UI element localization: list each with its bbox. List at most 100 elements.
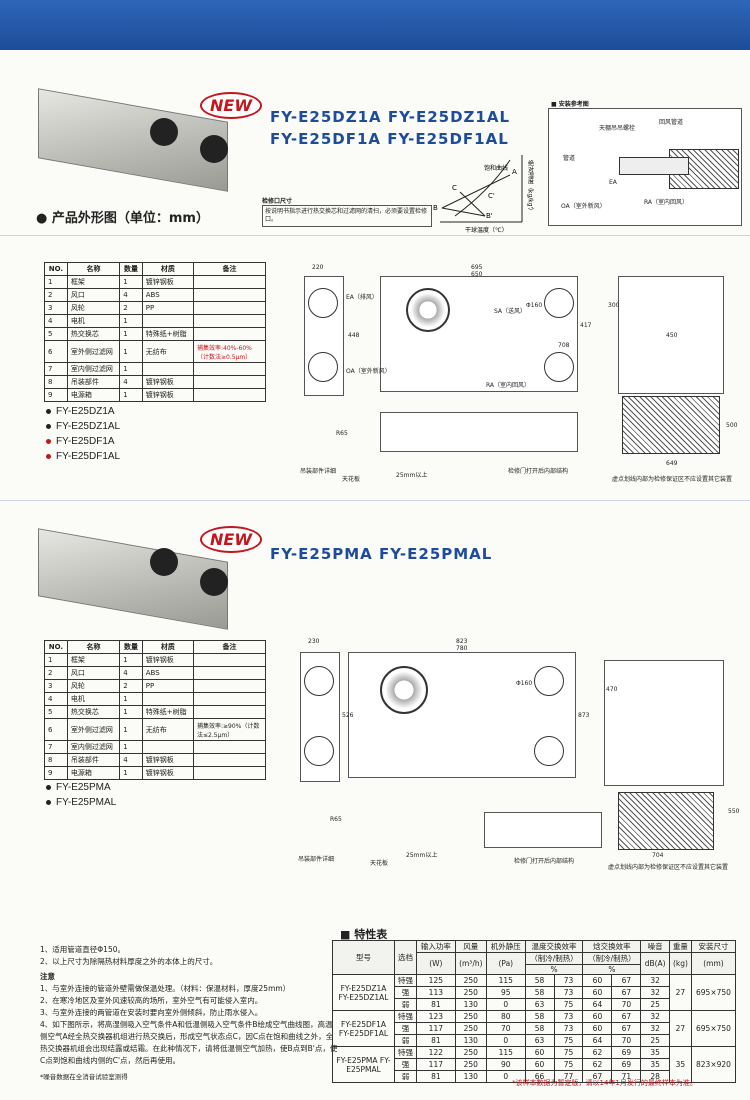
dim-inner: 780 bbox=[456, 645, 468, 652]
col-no: NO. bbox=[44, 262, 68, 276]
inspection-note: 按说明书指示进行热交换芯和过滤网的清扫，必须要设置检修口。 bbox=[262, 205, 432, 227]
dim-right-h: 550 bbox=[728, 808, 740, 815]
label-oa: OA（室外新风） bbox=[346, 368, 391, 375]
label-hanger: 吊装部件详细 bbox=[300, 468, 337, 475]
install-label-ea: EA bbox=[609, 179, 617, 186]
dim-dia: Φ160 bbox=[516, 680, 533, 687]
outline-drawing-2: 823 230 780 526 873 Φ160 R65 吊装部件详细 天花板 … bbox=[296, 636, 744, 872]
list-item: FY-E25DF1A bbox=[46, 434, 120, 449]
new-badge: NEW bbox=[200, 92, 262, 119]
spec-title: ■ 特性表 bbox=[340, 928, 388, 941]
note-item: 4、如下图所示，将高湿侧吸入空气条件A和低温侧吸入空气条件B绘成空气曲线图，高温… bbox=[40, 1020, 338, 1065]
psychro-point-b-prime: B' bbox=[486, 212, 493, 220]
duct-port-icon bbox=[150, 548, 178, 576]
dim-r: R65 bbox=[330, 816, 342, 823]
notes-block: 1、适用管道直径Φ150。 2、以上尺寸为除隔热材料厚度之外的本体上的尺寸。 注… bbox=[40, 944, 340, 1083]
note-item: 2、在寒冷地区及室外风速较高的场所，室外空气有可能侵入室内。 bbox=[40, 996, 263, 1005]
model-list-2: FY-E25PMA FY-E25PMAL bbox=[46, 780, 116, 810]
dim-right-w: 649 bbox=[666, 460, 678, 467]
note-item: 3、与室外连接的两管道在安装时要向室外侧倾斜，防止雨水侵入。 bbox=[40, 1008, 263, 1017]
divider bbox=[0, 500, 750, 501]
dim-r: R65 bbox=[336, 430, 348, 437]
col-remark: 备注 bbox=[193, 262, 266, 276]
label-ceiling: 天花板 bbox=[370, 860, 389, 867]
duct-port-icon bbox=[304, 666, 334, 696]
list-item: FY-E25DF1AL bbox=[46, 449, 120, 464]
note-item: 1、与室外连接的管道外壁需做保温处理。（材料：保温材料，厚度25mm） bbox=[40, 984, 291, 993]
note-under: 虚点划线内部为检修保证区不应设置其它装置 bbox=[612, 476, 733, 483]
top-banner bbox=[0, 0, 750, 50]
psychro-curve-label: 饱和曲线 bbox=[484, 164, 508, 172]
list-item: FY-E25PMAL bbox=[46, 795, 116, 810]
label-sa: SA（送风） bbox=[494, 308, 527, 315]
dim-h1: 300 bbox=[608, 302, 620, 309]
duct-port-icon bbox=[304, 736, 334, 766]
outline-drawing-1: 695 220 650 448 417 708 Φ160 EA（排风） OA（室… bbox=[296, 262, 744, 490]
label-clearance: 25mm以上 bbox=[396, 472, 428, 479]
col-material: 材质 bbox=[141, 262, 195, 276]
spec-table: 型号 选档 输入功率 风量 机外静压 温度交换效率 焓交换效率 噪音 重量 安装… bbox=[332, 940, 737, 1083]
label-clearance: 25mm以上 bbox=[406, 852, 438, 859]
col-remark: 备注 bbox=[193, 640, 266, 654]
psychro-y-axis: 绝对湿度（kg/kg'） bbox=[527, 159, 534, 214]
right-view bbox=[618, 276, 724, 394]
front-view bbox=[380, 412, 578, 452]
note-line: 1、适用管道直径Φ150。 bbox=[40, 945, 125, 954]
psychro-point-b: B bbox=[433, 204, 438, 212]
dim-top-width: 823 bbox=[456, 638, 468, 645]
table-header-row: NO. 名称 数量 材质 备注 bbox=[44, 262, 266, 276]
dim-side-width: 230 bbox=[308, 638, 320, 645]
dim-top-width: 695 bbox=[471, 264, 483, 271]
psychro-point-c-prime: C' bbox=[488, 192, 495, 200]
notes-footnote: *噪音数据在全消音试验室测得 bbox=[40, 1073, 128, 1081]
install-label-duct: 管道 bbox=[563, 155, 576, 162]
model-title-line1: FY-E25DZ1A FY-E25DZ1AL bbox=[270, 108, 511, 126]
label-ea: EA（排风） bbox=[346, 294, 378, 301]
divider bbox=[0, 235, 750, 236]
duct-port-icon bbox=[308, 352, 338, 382]
col-material: 材质 bbox=[141, 640, 195, 654]
duct-port-icon bbox=[534, 666, 564, 696]
model-title-2: FY-E25PMA FY-E25PMAL bbox=[270, 545, 493, 563]
duct-port-icon bbox=[534, 736, 564, 766]
notes-heading: 注意 bbox=[40, 972, 55, 981]
label-ra: RA（室内回风） bbox=[486, 382, 531, 389]
table-header-row: 型号 选档 输入功率 风量 机外静压 温度交换效率 焓交换效率 噪音 重量 安装… bbox=[332, 940, 737, 975]
right-view bbox=[604, 660, 724, 786]
fan-icon bbox=[380, 666, 428, 714]
duct-port-icon bbox=[544, 352, 574, 382]
psychrometric-chart: C B A B' C' 干球温度（℃） 饱和曲线 绝对湿度（kg/kg'） bbox=[433, 155, 534, 234]
new-badge: NEW bbox=[200, 526, 262, 553]
fan-icon bbox=[406, 288, 450, 332]
dim-side-width: 220 bbox=[312, 264, 324, 271]
psychro-point-c: C bbox=[452, 184, 457, 192]
label-access: 检修门打开后内部结构 bbox=[508, 468, 569, 475]
install-label-ra: RA（室内回风） bbox=[644, 199, 689, 206]
psychro-point-a: A bbox=[512, 168, 517, 176]
col-name: 名称 bbox=[66, 640, 121, 654]
col-no: NO. bbox=[44, 640, 68, 654]
dim-right-inner: 450 bbox=[666, 332, 678, 339]
dim-right-w: 704 bbox=[652, 852, 664, 859]
note-line: 2、以上尺寸为除隔热材料厚度之外的本体上的尺寸。 bbox=[40, 957, 218, 966]
